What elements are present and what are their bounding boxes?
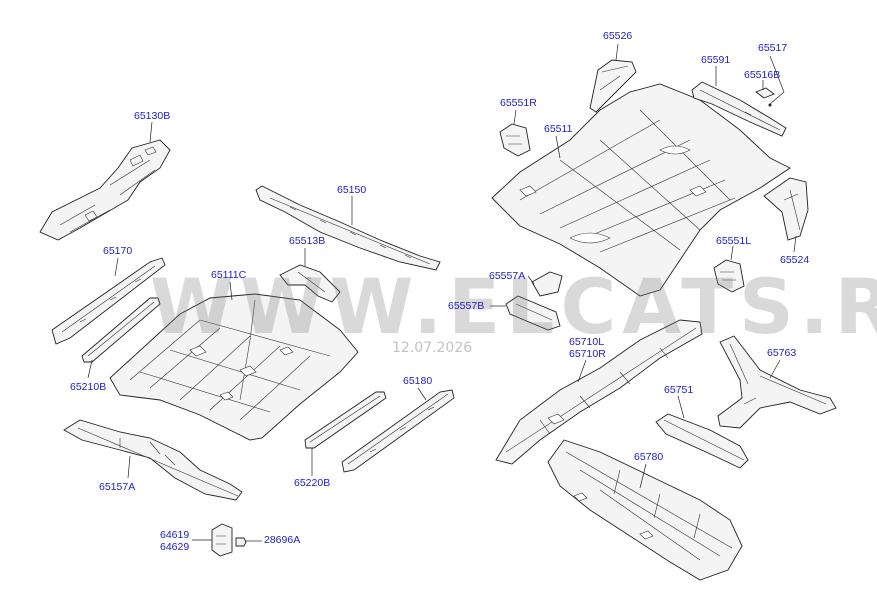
part-65526-drawing: [589, 43, 637, 113]
callout-65551L[interactable]: 65551L: [716, 235, 752, 247]
callout-65157A[interactable]: 65157A: [99, 481, 136, 493]
callout-65170[interactable]: 65170: [103, 245, 133, 257]
callout-64619[interactable]: 64619: [160, 529, 190, 541]
callout-65111C[interactable]: 65111C: [211, 269, 247, 281]
callout-64629[interactable]: 64629: [160, 541, 190, 553]
part-65150-drawing: [255, 185, 441, 271]
callout-65220B[interactable]: 65220B: [294, 477, 331, 489]
part-65557B-drawing: [490, 295, 561, 331]
callout-65180[interactable]: 65180: [403, 375, 433, 387]
part-28696A-drawing: [235, 537, 262, 547]
part-65751-drawing: [655, 395, 749, 469]
callout-65130B[interactable]: 65130B: [134, 110, 171, 122]
callout-65710R[interactable]: 65710R: [569, 348, 606, 360]
callout-65557B[interactable]: 65557B: [448, 300, 485, 312]
callout-65557A[interactable]: 65557A: [489, 270, 526, 282]
part-65763-drawing: [717, 335, 837, 429]
callout-65150[interactable]: 65150: [337, 184, 367, 196]
callout-65526[interactable]: 65526: [603, 30, 633, 42]
part-65524-drawing: [763, 177, 809, 253]
callout-65516B[interactable]: 65516B: [744, 69, 781, 81]
part-65591-drawing: [691, 66, 787, 137]
part-65511-drawing: [491, 83, 791, 297]
part-65516B-drawing: [755, 55, 785, 107]
callout-65763[interactable]: 65763: [767, 347, 797, 359]
part-65111C-drawing: [109, 281, 359, 441]
part-65210B-drawing: [81, 297, 161, 379]
callout-65551R[interactable]: 65551R: [500, 97, 537, 109]
callout-65511[interactable]: 65511: [544, 123, 573, 135]
part-65170-drawing: [51, 257, 166, 345]
callout-65517[interactable]: 65517: [758, 42, 788, 54]
callout-65591[interactable]: 65591: [701, 54, 731, 66]
watermark-date: 12.07.2026: [392, 340, 473, 356]
part-65513B-drawing: [279, 248, 341, 303]
part-65157A-drawing: [63, 419, 243, 501]
part-65710-drawing: [495, 319, 703, 465]
watermark-text: WWW.ELCATS.RU: [150, 262, 877, 351]
part-65551R-drawing: [499, 109, 531, 157]
part-65780-drawing: [547, 439, 743, 581]
callout-28696A[interactable]: 28696A: [264, 534, 301, 546]
callout-65524[interactable]: 65524: [780, 254, 810, 266]
part-65220B-drawing: [304, 391, 387, 476]
callout-65751[interactable]: 65751: [664, 384, 694, 396]
callout-65513B[interactable]: 65513B: [289, 235, 326, 247]
callout-65710L[interactable]: 65710L: [569, 336, 605, 348]
part-65130B-drawing: [39, 121, 171, 241]
part-65180-drawing: [341, 387, 455, 473]
callout-65210B[interactable]: 65210B: [70, 381, 107, 393]
part-65551L-drawing: [713, 245, 745, 293]
part-65557A-drawing: [527, 271, 563, 297]
part-64619-drawing: [192, 523, 233, 557]
callout-65780[interactable]: 65780: [634, 451, 664, 463]
